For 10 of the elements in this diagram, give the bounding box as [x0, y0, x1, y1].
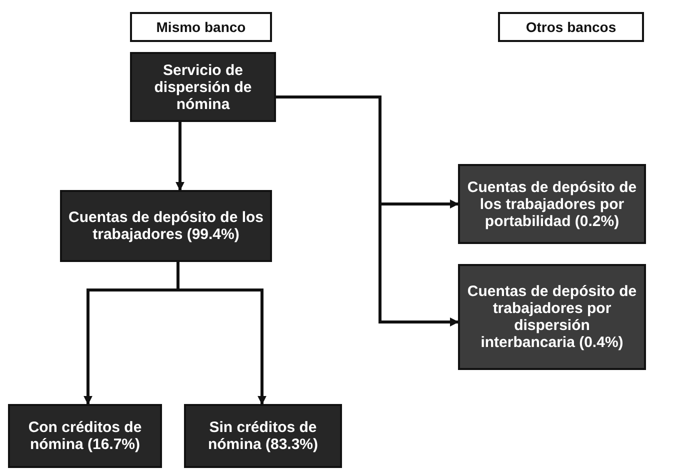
column-header-box: Otros bancos	[498, 12, 644, 42]
process-box: Sin créditos de nómina (83.3%)	[184, 404, 342, 468]
process-box: Con créditos de nómina (16.7%)	[8, 404, 162, 468]
column-header-box: Mismo banco	[130, 12, 272, 42]
process-box: Cuentas de depósito de trabajadores por dispersión interbancaria (0.4%)	[458, 264, 646, 370]
process-box: Cuentas de depósito de los trabajadores por portabilidad (0.2%)	[458, 164, 646, 244]
arrow	[276, 96, 459, 326]
process-box: Cuentas de depósito de los trabajadores (99.4%)	[60, 190, 272, 262]
process-box: Servicio de dispersión de nómina	[130, 52, 276, 122]
arrow	[176, 122, 184, 191]
